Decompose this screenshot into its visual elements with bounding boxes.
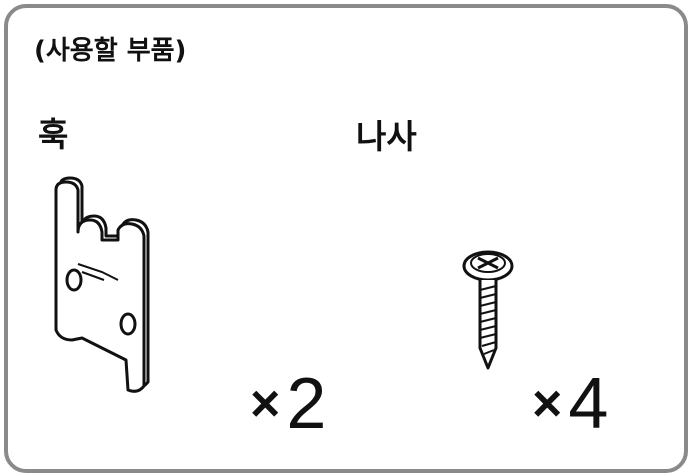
screw-icon xyxy=(462,250,514,370)
hook-icon xyxy=(54,176,150,393)
screw-quantity: × 4 xyxy=(532,368,608,440)
screw-label: 나사 xyxy=(356,117,417,156)
multiply-symbol: × xyxy=(532,375,563,433)
hook-quantity-value: 2 xyxy=(286,364,327,444)
hook-quantity: × 2 xyxy=(250,368,326,440)
hook-label: 훅 xyxy=(38,115,69,154)
multiply-symbol: × xyxy=(250,375,281,433)
screw-quantity-value: 4 xyxy=(568,364,609,444)
section-title: (사용할 부품) xyxy=(34,36,187,66)
